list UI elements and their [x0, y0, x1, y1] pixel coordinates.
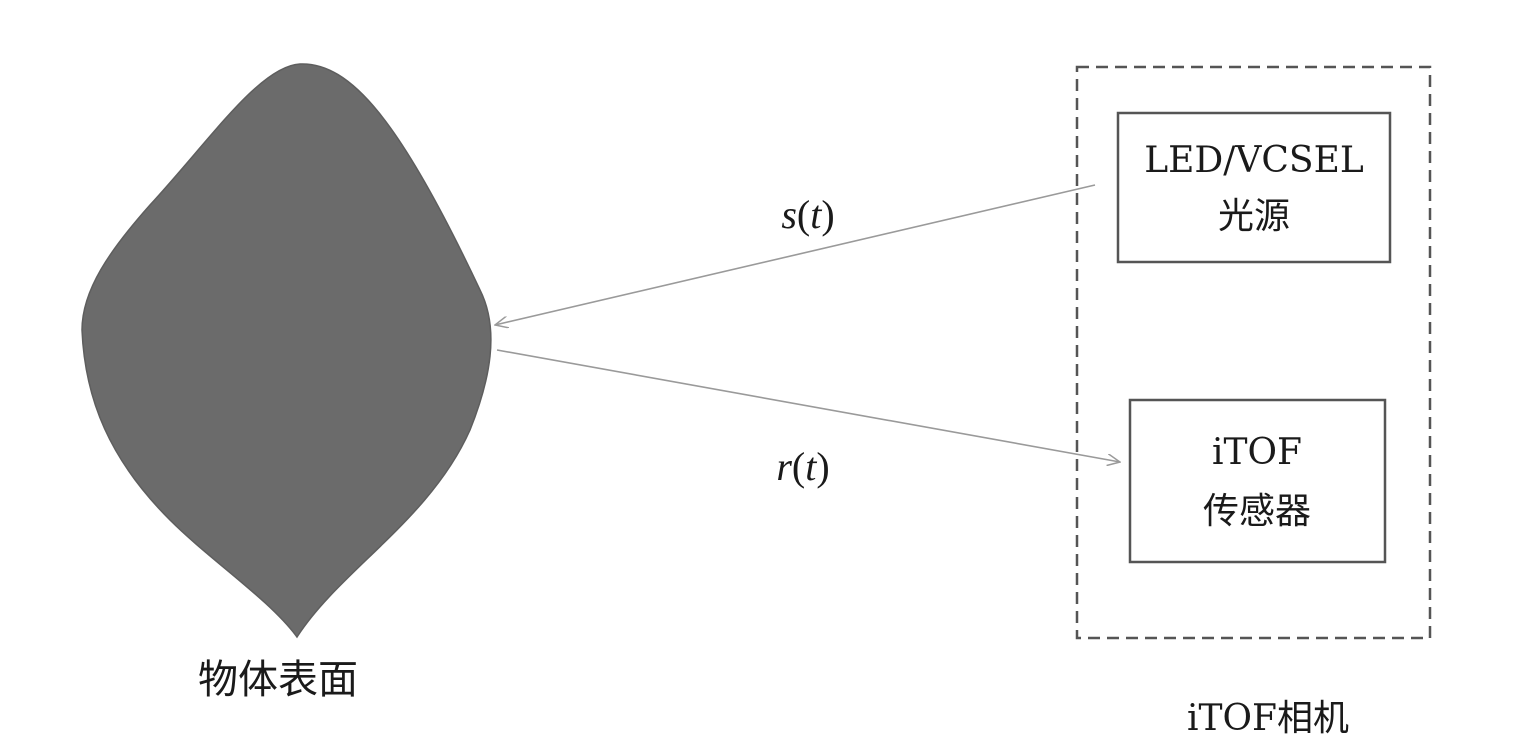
received-signal-label: r(t): [776, 444, 829, 489]
emitted-signal-label: s(t): [781, 192, 834, 237]
light-source-label: 光源: [1218, 196, 1290, 237]
itof-camera-label: iTOF相机: [1187, 698, 1349, 739]
sensor-type: iTOF: [1212, 432, 1302, 473]
itof-camera-box: [1075, 65, 1432, 640]
light-source-box: [1116, 111, 1392, 264]
sensor-box: [1128, 398, 1387, 564]
object-surface-shape: [81, 63, 492, 639]
object-surface-label: 物体表面: [198, 657, 358, 703]
received-signal-arrow: [496, 349, 1120, 462]
light-source-type: LED/VCSEL: [1144, 140, 1364, 181]
sensor-label: 传感器: [1203, 491, 1311, 532]
emitted-signal-arrow: [495, 184, 1096, 325]
